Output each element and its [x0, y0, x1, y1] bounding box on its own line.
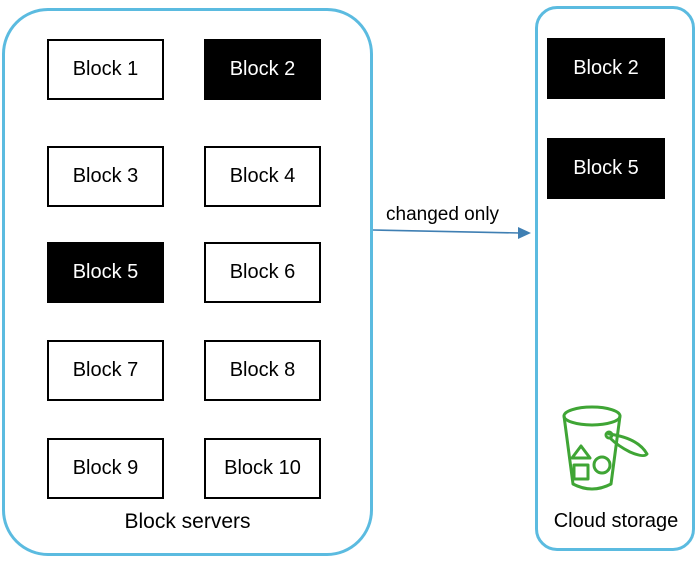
- block-10: Block 10: [204, 438, 321, 499]
- block-5: Block 5: [47, 242, 164, 303]
- block-8: Block 8: [204, 340, 321, 401]
- block-label: Block 8: [229, 359, 296, 381]
- block-label: Block 5: [573, 157, 639, 179]
- block-label: Block 3: [72, 165, 139, 187]
- bucket-icon: [562, 405, 649, 491]
- block-label: Block 9: [72, 457, 139, 479]
- arrow-line: [372, 229, 521, 234]
- block-4: Block 4: [204, 146, 321, 207]
- block-label: Block 7: [72, 359, 139, 381]
- block-label: Block 4: [229, 165, 296, 187]
- block-servers-label: Block servers: [124, 510, 251, 533]
- arrow-head: [518, 227, 531, 239]
- block-label: Block 6: [229, 261, 296, 283]
- arrow-label: changed only: [386, 204, 500, 225]
- cloud-block-2: Block 2: [547, 38, 665, 99]
- block-label: Block 5: [72, 261, 139, 283]
- block-label: Block 1: [72, 58, 139, 80]
- cloud-storage-label: Cloud storage: [553, 510, 679, 532]
- block-7: Block 7: [47, 340, 164, 401]
- block-1: Block 1: [47, 39, 164, 100]
- block-label: Block 2: [229, 58, 296, 80]
- block-6: Block 6: [204, 242, 321, 303]
- block-2: Block 2: [204, 39, 321, 100]
- block-3: Block 3: [47, 146, 164, 207]
- block-label: Block 2: [573, 57, 639, 79]
- block-label: Block 10: [224, 457, 301, 479]
- cloud-block-5: Block 5: [547, 138, 665, 199]
- block-9: Block 9: [47, 438, 164, 499]
